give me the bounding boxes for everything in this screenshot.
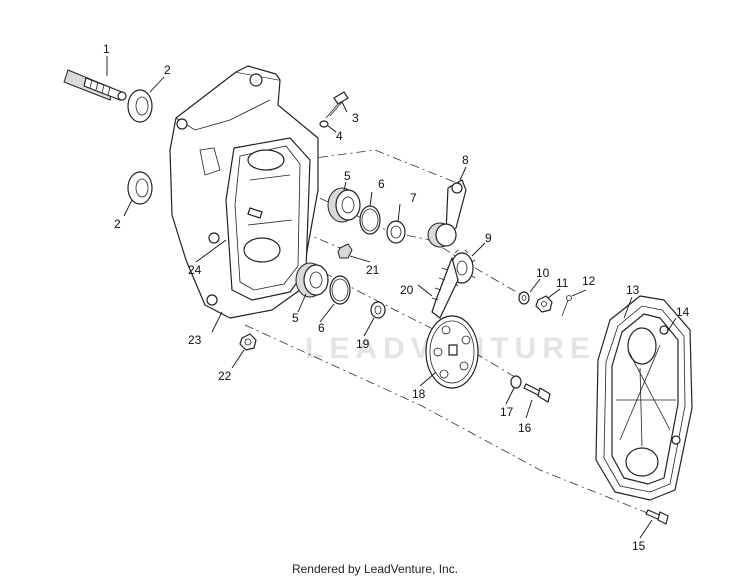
callout-17: 17 (500, 405, 514, 419)
part-chaincase-housing (169, 65, 319, 319)
callout-14: 14 (676, 305, 690, 319)
callout-23: 23 (188, 333, 202, 347)
part-chain (431, 257, 459, 319)
callout-24: 24 (188, 263, 202, 277)
part-washer-19 (370, 301, 386, 319)
part-bearing-upper (327, 187, 361, 223)
callout-18: 18 (412, 387, 426, 401)
footer-credit: Rendered by LeadVenture, Inc. (291, 562, 459, 576)
part-bolt-15 (645, 509, 669, 525)
part-bottom-sprocket (425, 315, 479, 389)
part-snap-ring-lower (329, 275, 351, 305)
part-bolt-16 (523, 383, 551, 403)
part-spacer (386, 220, 406, 244)
part-bearing-lower (295, 262, 329, 298)
callout-1: 1 (103, 42, 110, 56)
callout-15: 15 (632, 539, 646, 553)
callout-2: 2 (164, 63, 171, 77)
callout-22: 22 (218, 369, 232, 383)
part-bolt-3 (325, 91, 349, 119)
part-nut-11 (535, 295, 553, 313)
callout-16: 16 (518, 421, 532, 435)
callout-12: 12 (582, 274, 596, 288)
callout-2: 2 (114, 217, 121, 231)
callout-4: 4 (336, 129, 343, 143)
callout-19: 19 (356, 337, 370, 351)
part-nut-21 (337, 243, 353, 259)
part-washer-17 (510, 375, 522, 389)
callout-7: 7 (410, 191, 417, 205)
callout-3: 3 (352, 111, 359, 125)
callout-20: 20 (400, 283, 414, 297)
part-washer-10 (518, 291, 530, 305)
part-cover-and-gasket (595, 295, 693, 501)
part-seal-lower (127, 171, 153, 205)
part-nut-22 (239, 333, 257, 351)
part-cotter-pin-12 (561, 295, 572, 317)
callout-8: 8 (462, 153, 469, 167)
part-seal-upper (127, 89, 153, 123)
callout-9: 9 (485, 231, 492, 245)
callout-leaders (106, 56, 677, 539)
part-snap-ring-upper (359, 205, 381, 235)
callout-6: 6 (378, 177, 385, 191)
part-washer-4 (319, 120, 329, 128)
callout-5: 5 (292, 311, 299, 325)
callout-6: 6 (318, 321, 325, 335)
callout-13: 13 (626, 283, 640, 297)
part-tensioner-arm (427, 179, 467, 248)
part-stud (247, 207, 263, 219)
callout-21: 21 (366, 263, 380, 277)
callout-labels: 1 2 2 3 4 5 5 6 6 7 8 9 10 11 12 13 14 1… (103, 42, 690, 553)
callout-10: 10 (536, 266, 550, 280)
callout-11: 11 (556, 276, 569, 290)
part-shaft (63, 69, 127, 101)
callout-5: 5 (344, 169, 351, 183)
